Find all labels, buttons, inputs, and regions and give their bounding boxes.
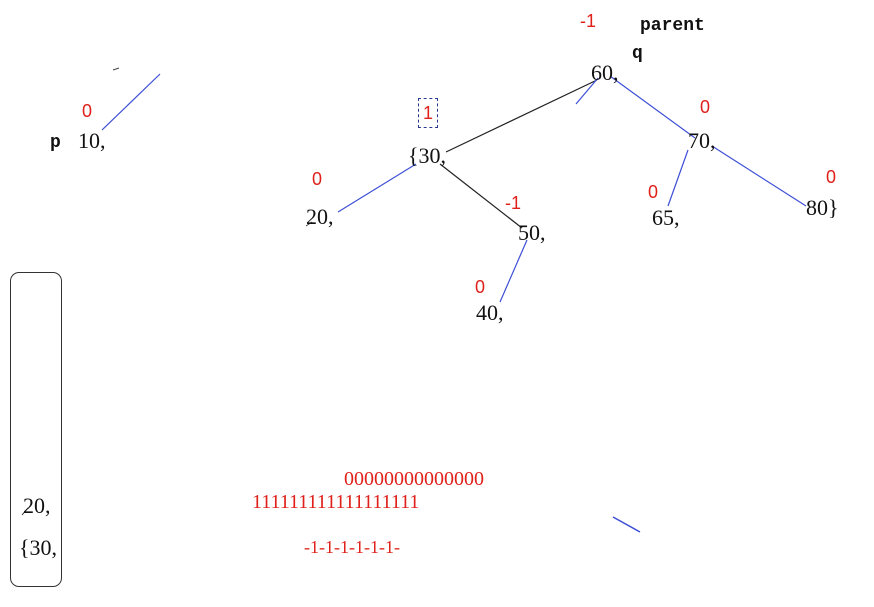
stack-panel: 20, {30, [10,272,62,587]
pointer-label-p: p [50,133,61,153]
pointer-label-q: q [632,44,643,64]
balance-factor-50: -1 [505,193,522,213]
pen-mark [21,507,29,516]
scratch-row-ones: 111111111111111111 [252,491,420,513]
node-50: 50, [518,220,546,245]
balance-factor-60: -1 [580,11,597,31]
pointer-label-parent: parent [640,16,705,36]
edge-70-65 [667,149,689,207]
pen-mark [112,67,120,71]
balance-factor-65: 0 [648,182,659,202]
node-20: 20, [306,204,334,229]
stack-item-top: 20, [23,493,51,518]
scratch-row-minus: -1-1-1-1-1-1- [304,537,400,557]
balance-factor-10: 0 [82,101,93,121]
balance-factor-20: 0 [312,169,323,189]
balance-factor-30: 1 [423,103,434,123]
edge-30-50 [439,163,523,229]
edge-60-70 [609,75,696,139]
scratch-row-zeros: 00000000000000 [344,468,484,490]
stray-stroke [612,516,641,533]
edge-70-80 [711,145,807,207]
node-10: 10, [78,128,106,153]
pointer-stroke-q [575,77,599,105]
edge-50-40 [499,239,528,303]
node-40: 40, [476,300,504,325]
selection-box [418,98,438,128]
balance-factor-40: 0 [475,277,486,297]
pen-mark [305,221,313,227]
edge-30-20 [337,163,417,213]
pointer-stroke-p [101,73,161,131]
stack-item-bottom: {30, [19,535,58,560]
node-60: 60, [591,60,619,85]
node-70: 70, [688,128,716,153]
node-65: 65, [652,205,680,230]
node-30: {30, [408,143,447,168]
node-80: 80} [806,195,839,220]
balance-factor-80: 0 [826,167,837,187]
edge-60-30 [445,79,598,153]
balance-factor-70: 0 [700,97,711,117]
